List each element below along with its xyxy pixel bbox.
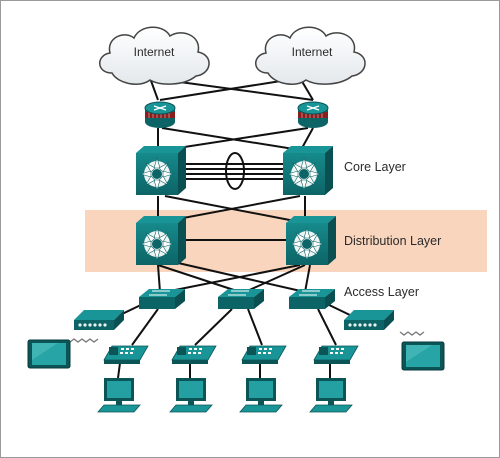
distribution-switch-right	[286, 216, 336, 265]
wireless-access-point-left	[74, 310, 124, 330]
tablet-right	[401, 341, 445, 371]
multilayer-switch-icon	[283, 146, 333, 195]
ip-phone-icon	[171, 345, 217, 364]
cable	[164, 264, 301, 293]
router-left	[144, 101, 176, 128]
multilayer-switch-icon	[136, 146, 186, 195]
multilayer-switch-icon	[136, 216, 186, 265]
ip-phone-2	[171, 345, 217, 364]
pc-icon	[169, 378, 213, 413]
cable	[304, 264, 311, 293]
wireless-access-point-right	[344, 310, 394, 330]
pc-2	[169, 378, 213, 413]
ip-phone-3	[241, 345, 287, 364]
cable	[157, 264, 161, 293]
core-switch-right	[283, 146, 333, 195]
ip-phone-icon	[103, 345, 149, 364]
pc-icon	[309, 378, 353, 413]
cloud-label: Internet	[292, 45, 333, 59]
cable	[164, 127, 309, 151]
cable	[317, 308, 337, 346]
access-switch-2	[218, 289, 264, 309]
core-layer-label: Core Layer	[344, 160, 406, 174]
distribution-switch-left	[136, 216, 186, 265]
wireless-link	[69, 331, 425, 343]
ip-phone-4	[313, 345, 359, 364]
cloud-label: Internet	[134, 45, 175, 59]
cable	[244, 264, 306, 293]
switch-icon	[139, 289, 185, 309]
etherchannel-bundle-icon	[225, 152, 245, 190]
access-switch-1	[139, 289, 185, 309]
cable	[194, 308, 233, 346]
internet-cloud-right: Internet	[255, 26, 366, 85]
cable	[131, 308, 159, 346]
tablet-left	[27, 339, 71, 369]
cable	[157, 264, 241, 293]
wireless-signal-icon	[399, 331, 425, 336]
multilayer-switch-icon	[286, 216, 336, 265]
cloud-icon	[99, 26, 210, 85]
ip-phone-icon	[241, 345, 287, 364]
access-layer-label: Access Layer	[344, 285, 419, 299]
cable	[164, 259, 306, 293]
switch-icon	[289, 289, 335, 309]
router-icon	[297, 101, 329, 128]
pc-4	[309, 378, 353, 413]
internet-cloud-left: Internet	[99, 26, 210, 85]
switch-icon	[218, 289, 264, 309]
router-icon	[144, 101, 176, 128]
pc-3	[239, 378, 283, 413]
tablet-icon	[401, 341, 445, 371]
wireless-signal-icon	[69, 338, 99, 343]
wireless-ap-icon	[344, 310, 394, 330]
tablet-icon	[27, 339, 71, 369]
cloud-icon	[255, 26, 366, 85]
wireless-ap-icon	[74, 310, 124, 330]
distribution-layer-label: Distribution Layer	[344, 234, 441, 248]
cable	[149, 77, 159, 101]
pc-1	[97, 378, 141, 413]
cable	[117, 362, 121, 379]
pc-icon	[97, 378, 141, 413]
ip-phone-icon	[313, 345, 359, 364]
router-right	[297, 101, 329, 128]
core-switch-left	[136, 146, 186, 195]
access-switch-3	[289, 289, 335, 309]
pc-icon	[239, 378, 283, 413]
cable	[301, 127, 314, 149]
ip-phone-1	[103, 345, 149, 364]
cable	[247, 308, 263, 346]
